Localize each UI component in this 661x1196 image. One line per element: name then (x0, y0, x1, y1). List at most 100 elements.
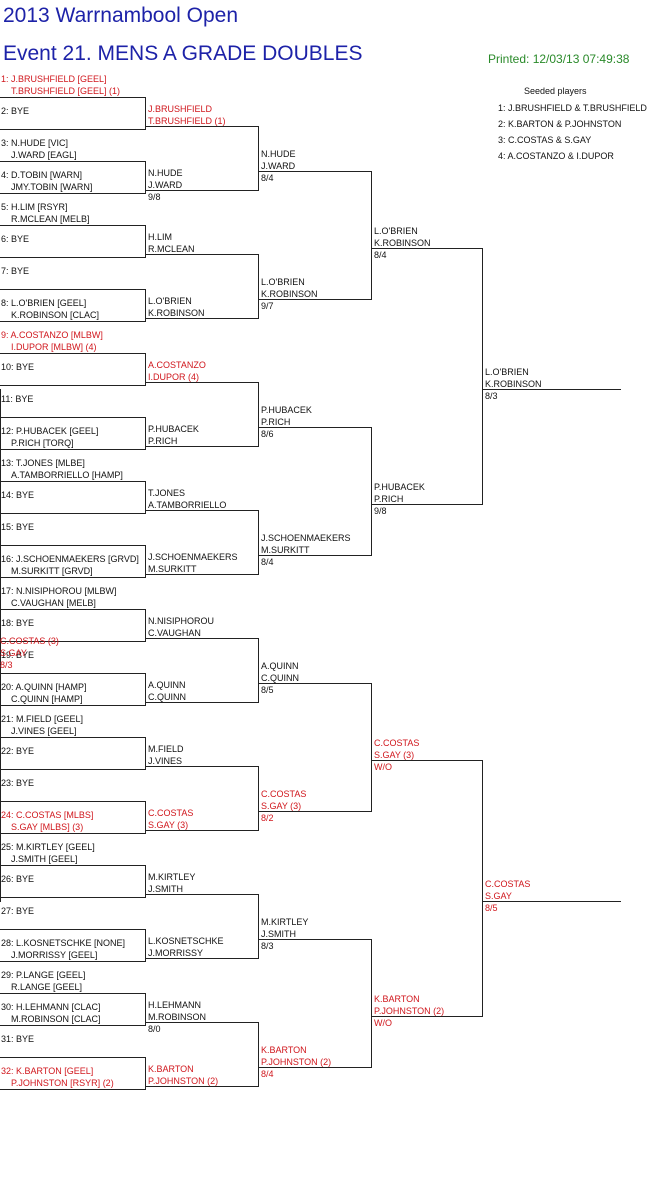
draw-entry-3-line (0, 161, 145, 162)
round-1-match-2-line1: N.HUDE (148, 168, 183, 178)
draw-entry-20-line2: C.QUINN [HAMP] (11, 694, 83, 704)
round-1-connector (145, 481, 146, 514)
round-1-match-12-line2: S.GAY (3) (148, 820, 189, 830)
draw-entry-5-line (0, 225, 145, 226)
round-1-match-1-line2: T.BRUSHFIELD (1) (148, 116, 226, 126)
round-1-match-line (146, 382, 259, 383)
round-4-match-2-line2: S.GAY (485, 891, 512, 901)
round-2-connector (258, 382, 259, 447)
round-2-match-line (259, 811, 372, 812)
event-title: Event 21. MENS A GRADE DOUBLES (3, 42, 363, 65)
round-1-match-11-line2: J.VINES (148, 756, 183, 766)
round-4-match-line (483, 901, 621, 902)
round-2-match-6-score: 8/2 (261, 813, 274, 823)
round-1-connector (145, 1057, 146, 1090)
round-4-match-1-line1: L.O'BRIEN (485, 367, 529, 377)
round-1-match-line (146, 190, 259, 191)
draw-entry-9-line2: I.DUPOR [MLBW] (4) (11, 342, 97, 352)
round-1-connector (145, 609, 146, 642)
draw-entry-17-line (0, 609, 145, 610)
round-1-match-6-line2: P.RICH (148, 436, 178, 446)
round-1-match-line (146, 254, 259, 255)
round-1-connector (145, 161, 146, 194)
draw-entry-17-line1: 17: N.NISIPHOROU [MLBW] (1, 586, 117, 596)
round-1-connector (145, 993, 146, 1026)
draw-entry-9-line (0, 353, 145, 354)
round-3-match-line (372, 760, 483, 761)
draw-entry-31-line (0, 1057, 145, 1058)
round-2-match-5-score: 8/5 (261, 685, 274, 695)
round-1-connector (145, 417, 146, 450)
round-3-connector (371, 683, 372, 812)
draw-entry-26-line1: 26: BYE (1, 874, 35, 884)
draw-entry-1-line (0, 97, 145, 98)
round-1-match-11-line1: M.FIELD (148, 744, 184, 754)
round-1-match-line (146, 958, 259, 959)
round-2-match-4-line1: J.SCHOENMAEKERS (261, 533, 351, 543)
round-5-match-1-score: 8/3 (0, 660, 13, 670)
draw-entry-5-line2: R.MCLEAN [MELB] (11, 214, 90, 224)
round-1-match-line (146, 318, 259, 319)
round-1-match-14-line2: J.MORRISSY (148, 948, 204, 958)
draw-entry-6-line1: 6: BYE (1, 234, 30, 244)
round-4-match-1-line2: K.ROBINSON (485, 379, 542, 389)
printed-timestamp: Printed: 12/03/13 07:49:38 (488, 52, 630, 66)
round-3-match-line (372, 504, 483, 505)
draw-entry-3-line1: 3: N.HUDE [VIC] (1, 138, 69, 148)
round-3-match-4-line2: P.JOHNSTON (2) (374, 1006, 445, 1016)
round-2-match-8-line1: K.BARTON (261, 1045, 307, 1055)
round-2-match-3-line2: P.RICH (261, 417, 291, 427)
draw-entry-27-line (0, 929, 145, 930)
round-3-match-2-line1: P.HUBACEK (374, 482, 425, 492)
draw-entry-27-line1: 27: BYE (1, 906, 35, 916)
round-2-match-2-score: 9/7 (261, 301, 274, 311)
round-3-connector (371, 939, 372, 1068)
draw-entry-25-line1: 25: M.KIRTLEY [GEEL] (1, 842, 95, 852)
round-4-connector (482, 248, 483, 505)
round-1-match-line (146, 446, 259, 447)
round-1-connector (145, 737, 146, 770)
draw-entry-16-line2: M.SURKITT [GRVD] (11, 566, 93, 576)
draw-entry-11-line (0, 417, 145, 418)
draw-entry-4-line (0, 193, 145, 194)
draw-entry-28-line (0, 961, 145, 962)
round-2-match-4-score: 8/4 (261, 557, 274, 567)
draw-entry-14-line (0, 513, 145, 514)
seeded-player-2: 2: K.BARTON & P.JOHNSTON (498, 119, 622, 129)
draw-entry-15-line (0, 545, 145, 546)
draw-entry-8-line2: K.ROBINSON [CLAC] (11, 310, 100, 320)
draw-entry-7-line (0, 289, 145, 290)
round-3-match-4-line1: K.BARTON (374, 994, 420, 1004)
round-1-match-8-line2: M.SURKITT (148, 564, 197, 574)
round-2-match-7-score: 8/3 (261, 941, 274, 951)
draw-entry-22-line (0, 769, 145, 770)
round-2-match-line (259, 939, 372, 940)
round-1-match-3-line2: R.MCLEAN (148, 244, 195, 254)
round-1-connector (145, 353, 146, 386)
draw-entry-26-line (0, 897, 145, 898)
draw-entry-24-line2: S.GAY [MLBS] (3) (11, 822, 84, 832)
draw-entry-10-line1: 10: BYE (1, 362, 35, 372)
round-1-match-line (146, 702, 259, 703)
round-3-connector (371, 171, 372, 300)
draw-entry-12-line1: 12: P.HUBACEK [GEEL] (1, 426, 99, 436)
round-1-match-9-line2: C.VAUGHAN (148, 628, 201, 638)
draw-entry-19-line (0, 673, 145, 674)
round-1-match-2-score: 9/8 (148, 192, 161, 202)
draw-entry-30-line1: 30: H.LEHMANN [CLAC] (1, 1002, 101, 1012)
round-2-match-2-line1: L.O'BRIEN (261, 277, 305, 287)
round-3-match-2-line2: P.RICH (374, 494, 404, 504)
round-1-match-line (146, 1022, 259, 1023)
round-4-match-2-score: 8/5 (485, 903, 498, 913)
draw-entry-1-line2: T.BRUSHFIELD [GEEL] (1) (11, 86, 121, 96)
round-3-match-1-line2: K.ROBINSON (374, 238, 431, 248)
round-1-match-line (146, 894, 259, 895)
draw-entry-2-line1: 2: BYE (1, 106, 30, 116)
round-1-match-7-line1: T.JONES (148, 488, 186, 498)
round-2-match-line (259, 683, 372, 684)
round-2-match-8-score: 8/4 (261, 1069, 274, 1079)
round-1-match-10-line1: A.QUINN (148, 680, 186, 690)
draw-entry-30-line (0, 1025, 145, 1026)
round-1-match-13-line1: M.KIRTLEY (148, 872, 196, 882)
